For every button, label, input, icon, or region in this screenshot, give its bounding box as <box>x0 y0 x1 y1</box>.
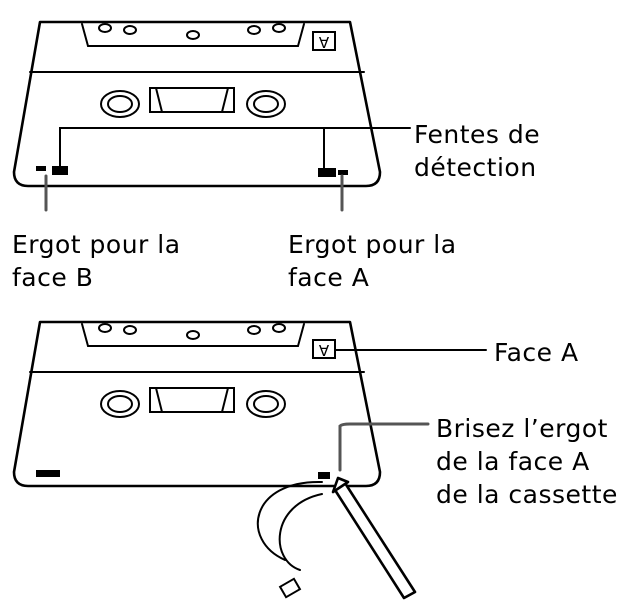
cassette-top-body <box>12 20 382 188</box>
label-line: détection <box>414 153 537 182</box>
side-a-mark-icon: A <box>312 339 336 359</box>
label-line: Ergot pour la <box>12 230 181 259</box>
label-tab-b: Ergot pour la face B <box>12 228 181 294</box>
label-line: face B <box>12 263 94 292</box>
label-line: face A <box>288 263 370 292</box>
detection-slot-left <box>52 166 68 175</box>
cassette-top-window <box>149 87 235 113</box>
label-line: de la cassette <box>436 480 618 509</box>
label-side-a: Face A <box>494 336 579 369</box>
cassette-top-hub-right <box>246 90 286 118</box>
broken-tab-icon <box>257 480 323 599</box>
leader-break <box>338 422 430 472</box>
label-detection-slots: Fentes de détection <box>414 118 540 184</box>
label-break-tab: Brisez l’ergot de la face A de la casset… <box>436 412 618 511</box>
cassette-bottom: A <box>12 320 487 600</box>
cassette-bottom-body <box>12 320 382 488</box>
cassette-top: A <box>12 20 411 212</box>
broken-tab-slot <box>318 472 330 479</box>
label-line: Face A <box>494 338 579 367</box>
tab-b-icon <box>36 470 60 477</box>
label-line: de la face A <box>436 447 590 476</box>
cassette-top-hub-left <box>100 90 140 118</box>
tab-b-icon <box>36 166 46 171</box>
screwdriver-icon <box>331 476 417 600</box>
side-a-mark-icon: A <box>312 31 336 51</box>
svg-text:A: A <box>318 33 329 51</box>
svg-text:A: A <box>318 341 329 359</box>
label-line: Brisez l’ergot <box>436 414 608 443</box>
tab-a-icon <box>338 170 348 175</box>
label-tab-a: Ergot pour la face A <box>288 228 457 294</box>
cassette-top-label-recess <box>81 23 305 47</box>
leader-slots-bracket <box>59 127 325 169</box>
detection-slot-right <box>318 168 336 177</box>
label-line: Fentes de <box>414 120 541 149</box>
label-line: Ergot pour la <box>288 230 457 259</box>
